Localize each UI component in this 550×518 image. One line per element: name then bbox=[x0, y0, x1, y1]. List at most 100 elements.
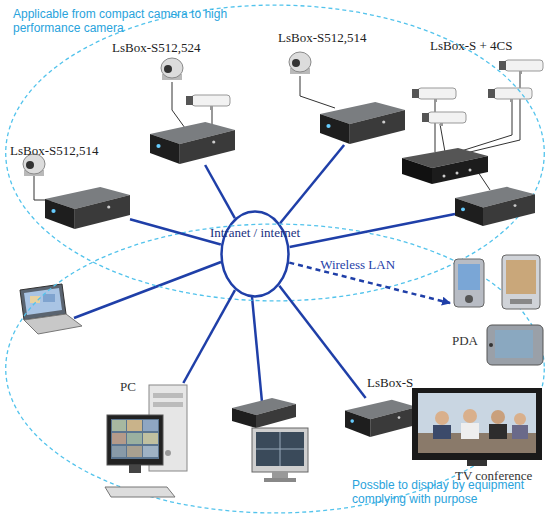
bullet-camera bbox=[192, 95, 230, 106]
network-cloud: Intranet / internet bbox=[220, 210, 290, 298]
display-zone: Possble to display by equipment complyin… bbox=[3, 222, 547, 515]
network-ellipse bbox=[222, 212, 289, 297]
ptz-camera bbox=[289, 52, 311, 72]
camera-cable bbox=[478, 172, 490, 190]
pda-art bbox=[502, 255, 540, 309]
pda-art bbox=[510, 299, 532, 304]
bullet-camera bbox=[412, 88, 456, 102]
pda-art bbox=[450, 255, 545, 375]
server-box-art bbox=[51, 209, 55, 213]
zone-outline bbox=[6, 224, 545, 513]
laptop bbox=[43, 294, 55, 302]
server-box-art bbox=[350, 110, 405, 144]
device-label: LsBox-S + 4CS bbox=[430, 38, 512, 53]
network-wire bbox=[74, 262, 221, 318]
device-label: LsBox-S512,514 bbox=[278, 30, 366, 45]
ptz-camera bbox=[289, 52, 311, 74]
pc-art bbox=[112, 433, 126, 444]
bullet-camera bbox=[499, 61, 506, 70]
server-box: LsBox-S bbox=[345, 398, 417, 438]
ptz-camera bbox=[164, 65, 172, 73]
camera-switch-box bbox=[469, 169, 472, 172]
pc-device: PC bbox=[105, 383, 195, 503]
pc-art bbox=[143, 446, 158, 457]
ptz-camera bbox=[161, 58, 183, 78]
pc-art bbox=[127, 446, 142, 457]
pc-art bbox=[127, 420, 142, 431]
zone-note: Applicable from compact camera to high p… bbox=[13, 7, 255, 35]
tv-art bbox=[463, 409, 477, 423]
pc-art bbox=[112, 446, 126, 457]
server-box-art bbox=[326, 124, 330, 128]
recorder bbox=[232, 398, 296, 428]
pda-art bbox=[454, 259, 484, 307]
camera-switch-box bbox=[402, 148, 488, 184]
pda-art bbox=[458, 264, 480, 290]
server-box-art bbox=[107, 206, 110, 209]
pda-device: PDA bbox=[450, 255, 545, 375]
server-box-art bbox=[514, 204, 517, 207]
tv-art bbox=[435, 411, 449, 425]
server-box-art bbox=[320, 100, 405, 145]
camera-switch-box bbox=[432, 156, 488, 184]
pc-art bbox=[127, 433, 142, 444]
network-link bbox=[279, 286, 365, 398]
camera-cable bbox=[300, 76, 335, 108]
server-box-art bbox=[350, 419, 354, 423]
monitor bbox=[264, 478, 296, 482]
device-label: PC bbox=[120, 379, 136, 394]
tv-art bbox=[412, 388, 542, 460]
server-box-art bbox=[455, 198, 483, 226]
monitor bbox=[272, 472, 288, 478]
recorder bbox=[256, 404, 296, 428]
pc-art bbox=[143, 420, 158, 431]
camera-cable bbox=[440, 124, 445, 152]
ptz-camera bbox=[26, 161, 34, 169]
server-box-art bbox=[345, 398, 417, 438]
server-box-art bbox=[212, 141, 215, 144]
server-box-art bbox=[180, 130, 235, 164]
camera-cable bbox=[34, 72, 520, 200]
monitor bbox=[256, 449, 304, 450]
bullet-camera bbox=[418, 88, 456, 99]
server-box: LsBox-S512,524 bbox=[150, 120, 235, 165]
pda-art bbox=[506, 260, 536, 294]
bullet-camera bbox=[434, 99, 437, 102]
tv-art bbox=[491, 410, 505, 424]
bullet-camera bbox=[186, 96, 193, 105]
pda-art bbox=[487, 325, 543, 365]
monitor bbox=[252, 428, 308, 482]
monitor bbox=[252, 428, 308, 472]
bullet-camera bbox=[499, 60, 543, 74]
bullet-camera bbox=[422, 112, 466, 126]
server-box-art bbox=[150, 120, 235, 165]
zone-outline bbox=[6, 5, 545, 301]
ptz-camera bbox=[292, 59, 300, 67]
pc-art bbox=[111, 419, 159, 459]
pc-art bbox=[153, 393, 183, 398]
server-box-art bbox=[150, 134, 180, 164]
server-box: LsBox-S512,514 bbox=[320, 100, 405, 145]
network-ellipse bbox=[220, 210, 290, 298]
bullet-camera bbox=[488, 89, 495, 98]
camera-cable bbox=[34, 176, 52, 200]
pda-art bbox=[495, 330, 533, 358]
pc-art bbox=[143, 433, 158, 444]
camera-switch-box bbox=[402, 158, 432, 184]
ptz-camera bbox=[161, 58, 183, 80]
network-link bbox=[205, 165, 235, 218]
server-box: LsBox-S + 4CS bbox=[455, 185, 535, 227]
laptop bbox=[24, 288, 62, 315]
pda-art bbox=[465, 295, 473, 303]
bullet-camera bbox=[488, 88, 532, 102]
tv-art bbox=[461, 423, 479, 439]
bullet-camera bbox=[440, 123, 443, 126]
tv-device: TV conference bbox=[412, 388, 542, 466]
server-box-art bbox=[483, 194, 535, 226]
pc-art bbox=[107, 415, 163, 465]
bullet-camera bbox=[494, 88, 532, 99]
tv-art bbox=[489, 424, 507, 439]
bullet-camera bbox=[505, 60, 543, 71]
recorder bbox=[232, 408, 256, 428]
server-box-art bbox=[370, 407, 417, 437]
